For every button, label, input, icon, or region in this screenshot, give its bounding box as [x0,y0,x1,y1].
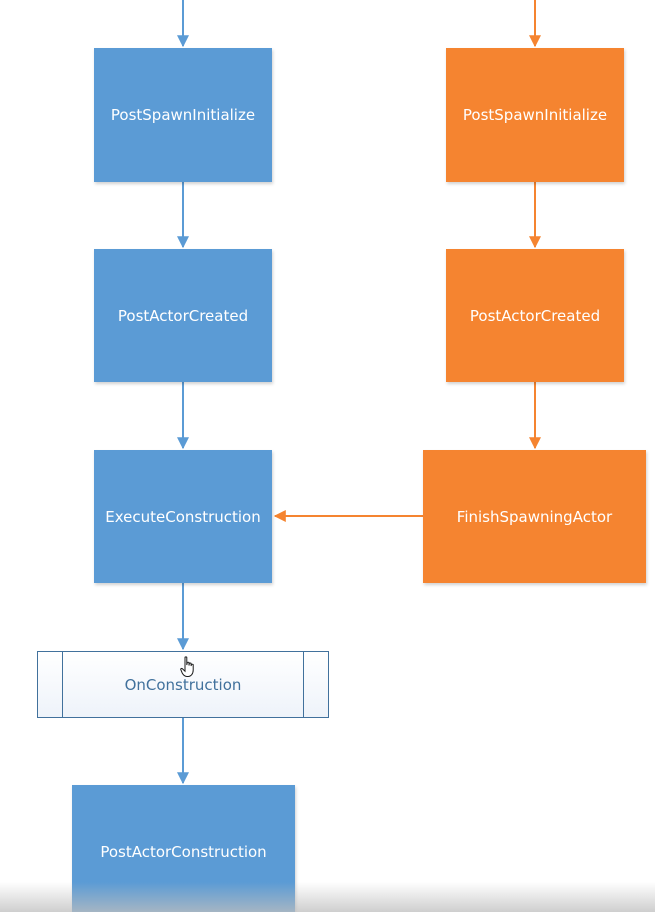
right-post-actor-created-node[interactable]: PostActorCreated [446,249,624,382]
left-post-actor-created-node[interactable]: PostActorCreated [94,249,272,382]
bottom-shade [0,882,655,912]
left-post-spawn-initialize-node[interactable]: PostSpawnInitialize [94,48,272,182]
node-label: OnConstruction [124,675,242,694]
hand-pointer-icon [180,656,194,677]
on-construction-node[interactable]: OnConstruction [37,651,329,718]
node-label: FinishSpawningActor [456,507,613,526]
right-post-spawn-initialize-node[interactable]: PostSpawnInitialize [446,48,624,182]
process-left-bar [62,652,63,717]
node-label: PostSpawnInitialize [462,106,608,124]
finish-spawning-actor-node[interactable]: FinishSpawningActor [423,450,646,583]
node-label: PostActorCreated [469,306,601,325]
execute-construction-node[interactable]: ExecuteConstruction [94,450,272,583]
node-label: ExecuteConstruction [105,507,261,526]
node-label: PostActorConstruction [100,843,267,861]
node-label: PostActorCreated [117,306,249,325]
node-label: PostSpawnInitialize [110,106,256,124]
process-right-bar [303,652,304,717]
